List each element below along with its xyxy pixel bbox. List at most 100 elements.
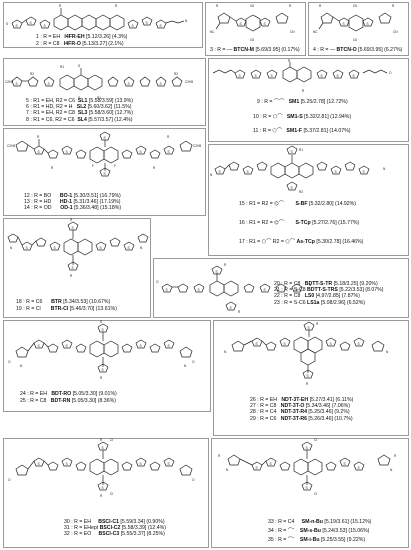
atom-n: N (140, 246, 143, 250)
compound-label: 31 : R = EHept BSCl-C2 [5.58/3.39] (12.4… (64, 525, 166, 532)
compound-values: [5.37/2.81] (14.07%) (303, 128, 351, 134)
atom-r: R (216, 4, 219, 8)
compound-name: I4FR-EH (64, 34, 85, 40)
substituent: R = EH (74, 519, 91, 525)
atom-r: R (306, 382, 309, 386)
atom-r: R (167, 135, 170, 139)
substituent: R = (278, 537, 288, 543)
compound-label: 28 : R = C4 NDT-3T-R4 [5.25/3.46] (9.2%) (250, 409, 350, 416)
compound-values: [4.97/2.85] (7.87%) (315, 293, 360, 300)
atom-s: S (284, 342, 286, 346)
compound-name: As-TCp (296, 239, 315, 245)
compound-name: BDT-RO (51, 391, 72, 397)
substituent: R = EHept (74, 525, 99, 532)
panel-compound-4: C6 C6 S S NC CN R R 4 : R = — BTCN-O [5.… (308, 2, 409, 56)
atom-c2h5: C2H5 (185, 80, 193, 84)
panel-compounds-9-11: S S S S S S R R O 9 : R = ⌒⌒ SM1 [5.25/2… (208, 58, 409, 142)
compound-name: SL3 (77, 110, 88, 117)
compound-number: 21 (274, 287, 280, 294)
atom-cn: CN (393, 30, 398, 34)
atom-cl: Cl (314, 438, 317, 442)
compound-label: 12 : R = BO BO-1 [5.30/3.51] (16.79%) (24, 193, 121, 199)
compound-name: BDTT-S-TRS (307, 287, 338, 294)
compound-label: 29 : R = C6 NDT-3T-R6 [5.26/3.46] (10.7%… (250, 415, 353, 422)
compound-name: NDT-3T-EH (281, 397, 309, 403)
compound-name: BSCl-C2 (99, 525, 121, 532)
substituent: R = S-C8 (284, 287, 306, 294)
panel-compounds-5-8: S S S S S S R1 R1 R2 R2 C2H5 C2H5 5 : R1… (3, 58, 206, 126)
atom-r: R (100, 494, 103, 498)
atom-c6: C6 (353, 38, 357, 42)
compound-number: 12 (24, 193, 30, 199)
compound-label: 35 : R = ⌒ʻ SM-i-Bu [5.25/3.55] (9.22%) (268, 537, 366, 543)
atom-s: S (132, 24, 134, 28)
atom-o: O (192, 478, 195, 482)
compound-values: [5.22/3.53] (8.07%) (339, 287, 384, 294)
compound-values: [5.08/2.96] (6.52%) (320, 299, 366, 306)
compound-name: BDT-RN (50, 398, 71, 404)
atom-s: S (78, 64, 80, 68)
atom-s: S (66, 462, 68, 466)
compound-label: 33 : R = C4 SM-n-Bu [5.19/3.61] (15.12%) (268, 519, 372, 525)
compound-label: 6 : R1 = HD, R2 = H SL2 [5.60/3.62] (11.… (26, 104, 132, 111)
compound-values: [5.25/2.78] (12.72%) (300, 99, 348, 105)
compound-values: [5.58/3.59] (13.9%) (88, 98, 134, 104)
substituent: R2 = (272, 239, 286, 245)
compound-values: [5.55/3.37] (8.25%) (120, 531, 165, 538)
panel-compounds-30-32: S S S S S S Cl Cl R R O O 30 : R = EH BS… (3, 438, 209, 548)
atom-s: S (166, 288, 168, 292)
atom-s: S (128, 246, 130, 250)
compound-values: [5.25/3.46] (9.2%) (308, 409, 350, 416)
substituent: R = C6 (260, 415, 277, 422)
substituent: R = BO (34, 193, 52, 199)
atom-s: S (140, 462, 142, 466)
atom-n: N (383, 167, 386, 171)
substituent: R1 = EH, R2 = C8 (33, 110, 76, 117)
atom-s: S (66, 150, 68, 154)
panel-compounds-1-2: S S S S S S R R N S 1 : R = EH I4FR-EH [… (3, 2, 203, 48)
atom-s: S (239, 74, 241, 78)
compound-number: 33 (268, 519, 274, 525)
compound-number: 22 (274, 293, 280, 300)
compound-label: 8 : R1 = C6, R2 = C6 SL4 [5.57/3.57] (12… (26, 116, 133, 123)
atom-r: R (100, 438, 103, 442)
compound-values: [5.30/3.51] (16.79%) (73, 193, 121, 199)
compound-number: 13 (24, 199, 30, 206)
label-list: 30 : R = EH BSCl-C1 [5.59/3.34] (0.90%) … (64, 519, 166, 538)
atom-r: R (302, 89, 305, 93)
atom-s: S (168, 344, 170, 348)
compound-name: S-BF (295, 201, 308, 207)
structure-drawing: S S S S S S R R N N (7, 218, 149, 278)
atom-s: S (343, 22, 345, 26)
substituent: R1 = EH, R2 = C6 (33, 98, 76, 104)
structure-drawing: S S S S S S R R N N (224, 321, 389, 386)
compound-values: [5.32/2.81] (12.94%) (304, 114, 352, 120)
substituent: R = C8 (284, 281, 301, 287)
compound-number: 25 (20, 398, 26, 404)
label-list: 5 : R1 = EH, R2 = C6 SL1 [5.58/3.59] (13… (26, 98, 133, 123)
atom-s: S (160, 82, 162, 86)
compound-label: 32 : R = EO BSCl-C3 [5.55/3.37] (8.25%) (64, 531, 165, 538)
structure-drawing: S S S S S S R1 R1 R2 R2 C2H5 C2H5 (5, 64, 193, 100)
atom-s: S (219, 170, 221, 174)
compound-label: 2 : R = C8 I4FR-O [5.13/3.27] (2.1%) (36, 41, 124, 47)
compound-values: [5.24/3.53] (15.06%) (322, 528, 370, 534)
compound-number: 31 (64, 525, 70, 532)
atom-s: S (264, 288, 266, 292)
panel-compounds-33-35: S S S S S S Cl Cl R R N N 33 : R = C4 SM… (211, 438, 409, 548)
atom-s: S (102, 486, 104, 490)
atom-nc: NC (210, 30, 215, 34)
compound-name: I4FR-O (63, 41, 81, 47)
atom-s: S (38, 462, 40, 466)
compound-name: S-TCp (295, 220, 311, 226)
structure-drawing: C6 C6 S S NC CN R R (313, 4, 398, 42)
atom-s: S (16, 24, 18, 28)
compound-number: 24 (20, 391, 26, 397)
panel-compound-3: C6 C6 S S NC CN R R 3 : R = — BTCN-M [5.… (205, 2, 306, 56)
substituent: R = (262, 128, 273, 134)
atom-n: N (386, 350, 389, 354)
substituent: R1 = R2 = (249, 201, 275, 207)
atom-c6: C6 (353, 4, 357, 8)
atom-s: S (168, 150, 170, 154)
atom-s: S (168, 462, 170, 466)
